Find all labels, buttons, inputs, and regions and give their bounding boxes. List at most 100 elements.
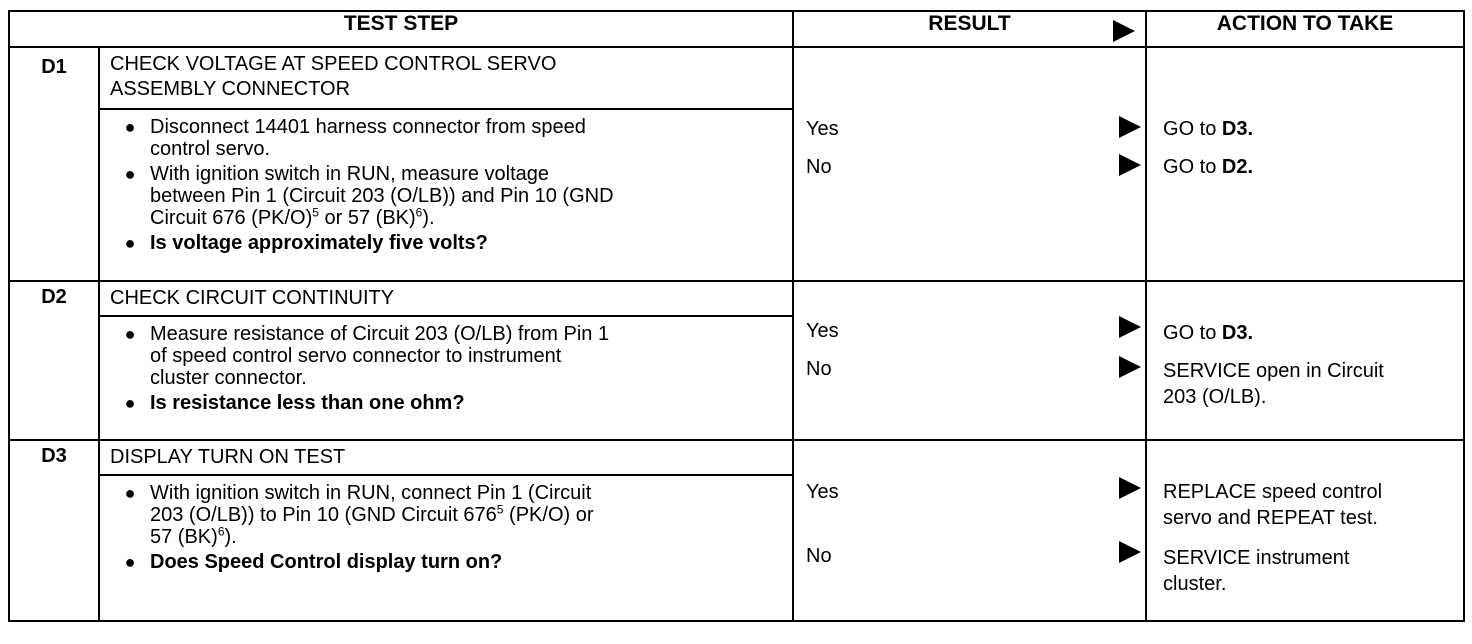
- step-d1-b1-line1: Disconnect 14401 harness connector from …: [150, 116, 586, 138]
- step-d2-yes-action-ref: D3.: [1221, 322, 1254, 344]
- header-test-step: TEST STEP: [7, 10, 795, 48]
- step-d2-no-label: No: [806, 358, 832, 380]
- bullet-icon: ●: [124, 233, 136, 253]
- footnote-ref: 5: [312, 205, 319, 220]
- step-d3-bullet-1: ● With ignition switch in RUN, connect P…: [110, 482, 782, 548]
- step-d3-question: ● Does Speed Control display turn on?: [110, 551, 782, 573]
- bullet-icon: ●: [124, 393, 136, 413]
- step-d3-yes-action: REPLACE speed control servo and REPEAT t…: [1163, 479, 1453, 531]
- step-d1-question: ● Is voltage approximately five volts?: [110, 232, 782, 254]
- header-arrow-icon: [1113, 20, 1136, 42]
- step-d1-body-row: ● Disconnect 14401 harness connector fro…: [9, 108, 1464, 282]
- step-d2-b1-line2: of speed control servo connector to inst…: [150, 345, 562, 367]
- header-result-label: RESULT: [928, 12, 1011, 35]
- step-d2-yes-action-text: GO to: [1163, 322, 1222, 344]
- header-result: RESULT: [792, 10, 1148, 48]
- step-d1-no-label: No: [806, 156, 832, 178]
- step-d3-instructions: ● With ignition switch in RUN, connect P…: [97, 474, 795, 622]
- step-d2-action-cell: GO to D3. SERVICE open in Circuit 203 (O…: [1145, 280, 1466, 441]
- footnote-ref: 6: [217, 524, 225, 539]
- step-d3-no-action-line1: SERVICE instrument: [1163, 547, 1350, 569]
- step-d3-yes-action-line2: servo and REPEAT test.: [1163, 507, 1378, 529]
- step-d2-b1-line3: cluster connector.: [150, 367, 307, 389]
- step-d1-yes-label: Yes: [806, 118, 839, 140]
- step-d2-no-arrow-icon: [1119, 356, 1142, 378]
- step-d3-no-arrow-icon: [1119, 541, 1142, 563]
- step-d1-bullet-2: ● With ignition switch in RUN, measure v…: [110, 163, 782, 229]
- step-d2-id: D2: [8, 280, 100, 441]
- step-d1-yes-arrow-icon: [1119, 116, 1142, 138]
- step-d1-title-row: D1 CHECK VOLTAGE AT SPEED CONTROL SERVO …: [8, 46, 1466, 282]
- bullet-icon: ●: [124, 483, 136, 503]
- step-d3-b1-line2: 203 (O/LB)) to Pin 10 (GND Circuit 6765 …: [150, 502, 594, 526]
- step-d1-id: D1: [8, 46, 100, 282]
- step-d2-question-text: Is resistance less than one ohm?: [150, 392, 465, 414]
- step-d3-title: DISPLAY TURN ON TEST: [97, 439, 795, 476]
- header-row: TEST STEP RESULT ACTION TO TAKE: [7, 10, 1466, 48]
- step-d1-title: CHECK VOLTAGE AT SPEED CONTROL SERVO ASS…: [97, 46, 795, 110]
- bullet-icon: ●: [124, 117, 136, 137]
- step-d3-action-cell: REPLACE speed control servo and REPEAT t…: [1145, 439, 1466, 622]
- step-d2-instructions: ● Measure resistance of Circuit 203 (O/L…: [97, 315, 795, 441]
- step-d2-yes-arrow-icon: [1119, 316, 1142, 338]
- step-d3-title-row: D3 DISPLAY TURN ON TEST Yes No REPLACE s…: [8, 439, 1466, 622]
- step-d2-title-row: D2 CHECK CIRCUIT CONTINUITY Yes No GO to…: [8, 280, 1466, 441]
- step-d2-no-action: SERVICE open in Circuit 203 (O/LB).: [1163, 358, 1453, 410]
- step-d1-title-line2: ASSEMBLY CONNECTOR: [110, 78, 351, 100]
- step-d3-b1-line3: 57 (BK)6).: [150, 524, 594, 548]
- step-d2-b1-line1: Measure resistance of Circuit 203 (O/LB)…: [150, 323, 610, 345]
- step-d1-no-action-ref: D2.: [1221, 156, 1254, 178]
- step-d1-no-arrow-icon: [1119, 154, 1142, 176]
- text-span: 57 (BK): [150, 526, 218, 548]
- text-span: ).: [422, 207, 435, 229]
- step-d3-result-cell: Yes No: [792, 439, 1148, 622]
- step-d1-action-cell: GO to D3. GO to D2.: [1145, 46, 1466, 282]
- step-d1-b1-line2: control servo.: [150, 138, 271, 160]
- step-d3-question-text: Does Speed Control display turn on?: [150, 551, 503, 573]
- diagnostic-table-sheet: TEST STEP RESULT ACTION TO TAKE D1 CHECK…: [7, 10, 1466, 632]
- step-d1-bullet-1: ● Disconnect 14401 harness connector fro…: [110, 116, 782, 160]
- step-d3-no-label: No: [806, 545, 832, 567]
- step-d2-bullet-1: ● Measure resistance of Circuit 203 (O/L…: [110, 323, 782, 389]
- text-span: or 57 (BK): [318, 207, 416, 229]
- step-d2-title: CHECK CIRCUIT CONTINUITY: [97, 280, 795, 317]
- step-d1-instructions: ● Disconnect 14401 harness connector fro…: [97, 108, 795, 282]
- bullet-icon: ●: [124, 164, 136, 184]
- step-d2-result-cell: Yes No: [792, 280, 1148, 441]
- step-d1-title-line1: CHECK VOLTAGE AT SPEED CONTROL SERVO: [110, 53, 557, 75]
- bullet-icon: ●: [124, 552, 136, 572]
- step-d3-yes-arrow-icon: [1119, 477, 1142, 499]
- step-d1-yes-action: GO to D3.: [1163, 116, 1453, 142]
- step-d2-no-action-line2: 203 (O/LB).: [1163, 386, 1267, 408]
- step-d1-question-text: Is voltage approximately five volts?: [150, 232, 488, 254]
- header-action: ACTION TO TAKE: [1145, 10, 1466, 48]
- footnote-ref: 5: [496, 502, 504, 517]
- step-d2-no-action-line1: SERVICE open in Circuit: [1163, 360, 1384, 382]
- text-span: 203 (O/LB)) to Pin 10 (GND Circuit 676: [150, 504, 497, 526]
- step-d2-question: ● Is resistance less than one ohm?: [110, 392, 782, 414]
- step-d1-b2-line3: Circuit 676 (PK/O)5 or 57 (BK)6).: [150, 205, 614, 229]
- text-span: ).: [224, 526, 237, 548]
- step-d3-no-action-line2: cluster.: [1163, 573, 1227, 595]
- step-d3-yes-label: Yes: [806, 481, 839, 503]
- step-d2-body-row: ● Measure resistance of Circuit 203 (O/L…: [9, 315, 1464, 441]
- step-d1-b2-line2: between Pin 1 (Circuit 203 (O/LB)) and P…: [150, 185, 614, 207]
- step-d3-b1-line1: With ignition switch in RUN, connect Pin…: [150, 482, 592, 504]
- step-d1-yes-action-ref: D3.: [1221, 118, 1254, 140]
- step-d2-yes-label: Yes: [806, 320, 839, 342]
- step-d3-no-action: SERVICE instrument cluster.: [1163, 545, 1453, 597]
- step-d3-id: D3: [8, 439, 100, 622]
- step-d3-yes-action-line1: REPLACE speed control: [1163, 481, 1383, 503]
- step-d1-no-action-text: GO to: [1163, 156, 1222, 178]
- step-d3-body-row: ● With ignition switch in RUN, connect P…: [9, 474, 1464, 622]
- step-d1-b2-line1: With ignition switch in RUN, measure vol…: [150, 163, 550, 185]
- step-d1-yes-action-text: GO to: [1163, 118, 1222, 140]
- pinpoint-test-table: TEST STEP RESULT ACTION TO TAKE D1 CHECK…: [7, 10, 1466, 622]
- step-d2-yes-action: GO to D3.: [1163, 320, 1453, 346]
- text-span: Circuit 676 (PK/O): [150, 207, 313, 229]
- bullet-icon: ●: [124, 324, 136, 344]
- step-d1-no-action: GO to D2.: [1163, 154, 1453, 180]
- step-d1-result-cell: Yes No: [792, 46, 1148, 282]
- footnote-ref: 6: [415, 205, 423, 220]
- text-span: (PK/O) or: [503, 504, 594, 526]
